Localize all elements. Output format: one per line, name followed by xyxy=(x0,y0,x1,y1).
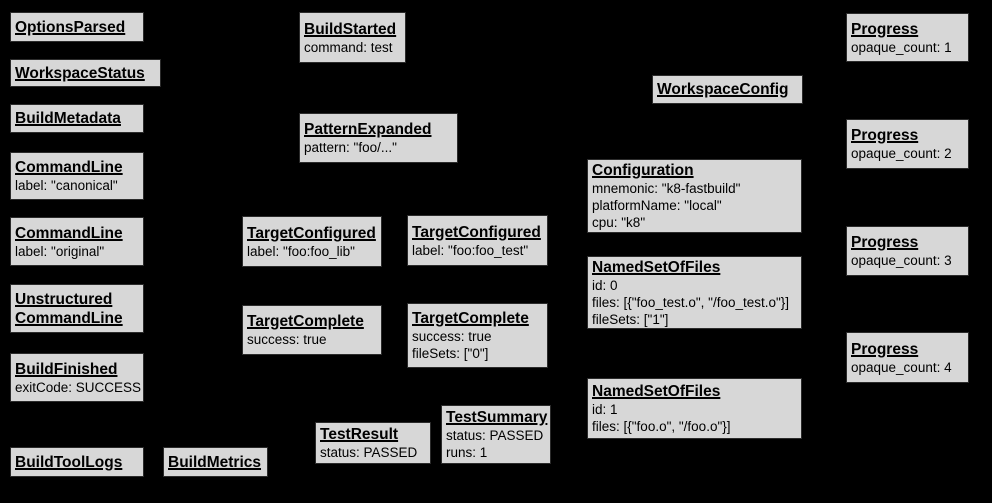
event-box-target-complete-test: TargetComplete success: true fileSets: [… xyxy=(407,303,548,368)
event-box-build-started: BuildStarted command: test xyxy=(299,12,406,63)
box-title: TestResult xyxy=(320,426,399,443)
box-title: Unstructured CommandLine xyxy=(15,290,123,327)
event-box-progress-3: Progress opaque_count: 3 xyxy=(846,226,969,276)
box-title: BuildMetrics xyxy=(168,453,262,471)
event-box-workspace-status: WorkspaceStatus xyxy=(10,59,161,87)
box-title: TargetConfigured xyxy=(247,224,376,242)
box-title: Progress xyxy=(851,234,919,251)
event-box-build-metadata: BuildMetadata xyxy=(10,104,144,133)
box-detail: label: "original" xyxy=(15,243,105,259)
box-title: OptionsParsed xyxy=(15,18,126,36)
box-title: NamedSetOfFiles xyxy=(592,258,721,276)
event-box-test-summary: TestSummary status: PASSED runs: 1 xyxy=(441,405,551,464)
box-title: CommandLine xyxy=(15,224,123,242)
event-box-workspace-config: WorkspaceConfig xyxy=(652,75,803,104)
event-box-pattern-expanded: PatternExpanded pattern: "foo/..." xyxy=(299,113,458,163)
box-detail: fileSets: ["1"] xyxy=(592,311,669,327)
event-box-progress-2: Progress opaque_count: 2 xyxy=(846,119,969,169)
box-title: PatternExpanded xyxy=(304,121,432,138)
box-detail: command: test xyxy=(304,39,393,55)
box-title: Progress xyxy=(851,127,919,144)
box-title: WorkspaceConfig xyxy=(657,81,789,98)
box-detail: id: 1 xyxy=(592,402,618,417)
box-title: TargetComplete xyxy=(247,313,364,330)
box-title: BuildToolLogs xyxy=(15,453,123,471)
box-title: BuildStarted xyxy=(304,20,397,38)
box-title: WorkspaceStatus xyxy=(15,64,145,82)
box-title: Configuration xyxy=(592,162,694,179)
event-box-target-configured-test: TargetConfigured label: "foo:foo_test" xyxy=(407,215,548,266)
box-title: Progress xyxy=(851,20,919,38)
box-detail: pattern: "foo/..." xyxy=(304,140,397,155)
event-box-target-complete-lib: TargetComplete success: true xyxy=(242,305,382,355)
box-title: Progress xyxy=(851,340,919,358)
event-box-target-configured-lib: TargetConfigured label: "foo:foo_lib" xyxy=(242,216,382,267)
box-title: BuildFinished xyxy=(15,360,118,378)
event-box-test-result: TestResult status: PASSED xyxy=(315,422,431,464)
box-detail: status: PASSED xyxy=(446,428,544,443)
event-box-command-line-canonical: CommandLine label: "canonical" xyxy=(10,152,144,200)
box-detail: label: "foo:foo_lib" xyxy=(247,243,355,259)
box-detail: label: "foo:foo_test" xyxy=(412,242,529,258)
box-detail: opaque_count: 2 xyxy=(851,146,952,161)
box-detail: platformName: "local" xyxy=(592,198,722,213)
event-box-progress-4: Progress opaque_count: 4 xyxy=(846,332,969,383)
event-box-build-finished: BuildFinished exitCode: SUCCESS xyxy=(10,353,144,402)
box-detail: files: [{"foo.o", "/foo.o"}] xyxy=(592,419,731,434)
event-box-command-line-original: CommandLine label: "original" xyxy=(10,217,144,266)
box-detail: fileSets: ["0"] xyxy=(412,346,489,361)
event-box-configuration: Configuration mnemonic: "k8-fastbuild" p… xyxy=(587,159,802,233)
event-box-build-tool-logs: BuildToolLogs xyxy=(10,447,144,477)
box-detail: opaque_count: 3 xyxy=(851,253,952,268)
box-detail: success: true xyxy=(412,329,492,344)
event-box-options-parsed: OptionsParsed xyxy=(10,12,144,42)
box-detail: cpu: "k8" xyxy=(592,215,646,230)
box-title: BuildMetadata xyxy=(15,110,121,127)
box-detail: runs: 1 xyxy=(446,445,488,460)
event-box-build-metrics: BuildMetrics xyxy=(163,447,268,477)
box-detail: opaque_count: 4 xyxy=(851,359,952,375)
box-detail: exitCode: SUCCESS xyxy=(15,379,142,395)
box-detail: mnemonic: "k8-fastbuild" xyxy=(592,181,741,196)
box-title: NamedSetOfFiles xyxy=(592,383,721,400)
box-title: CommandLine xyxy=(15,159,123,176)
event-box-named-set-of-files-0: NamedSetOfFiles id: 0 files: [{"foo_test… xyxy=(587,256,802,329)
box-detail: opaque_count: 1 xyxy=(851,39,952,55)
event-box-unstructured-command-line: Unstructured CommandLine xyxy=(10,284,144,333)
box-title: TestSummary xyxy=(446,409,548,426)
box-title: TargetComplete xyxy=(412,310,529,327)
box-detail: status: PASSED xyxy=(320,445,418,460)
box-detail: label: "canonical" xyxy=(15,178,118,193)
box-detail: id: 0 xyxy=(592,277,618,293)
box-detail: success: true xyxy=(247,332,327,347)
box-title: TargetConfigured xyxy=(412,223,541,241)
event-box-named-set-of-files-1: NamedSetOfFiles id: 1 files: [{"foo.o", … xyxy=(587,378,802,439)
box-detail: files: [{"foo_test.o", "/foo_test.o"}] xyxy=(592,294,790,310)
event-box-progress-1: Progress opaque_count: 1 xyxy=(846,13,969,62)
